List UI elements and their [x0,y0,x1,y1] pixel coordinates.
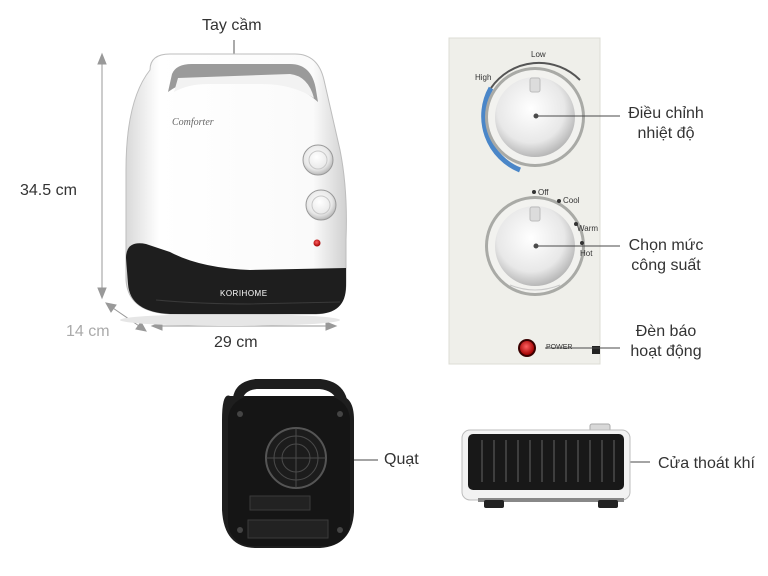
temperature-callout: Điều chỉnh nhiệt độ [624,104,708,144]
knob-label-warm: Warm [577,224,599,233]
width-dimension-arrow [150,321,338,331]
knob-label-cool: Cool [563,196,580,205]
power-level-callout: Chọn mức công suất [624,236,708,276]
knob-label-hot: Hot [580,249,593,258]
indicator-callout-line1: Đèn báo [635,323,697,340]
handle-label: Tay cầm [202,17,262,34]
depth-label: 14 cm [66,323,110,340]
indicator-callout-line2: hoạt động [630,343,702,360]
model-logo: Comforter [172,117,214,128]
temperature-callout-line1: Điều chỉnh [628,105,704,122]
heater-front-view [120,53,347,326]
power-level-callout-line2: công suất [631,257,701,274]
knob-label-high: High [475,73,492,82]
fan-callout: Quạt [384,451,419,468]
height-label: 34.5 cm [20,182,77,199]
vent-callout: Cửa thoát khí [658,455,755,472]
brand-logo: KORIHOME [220,289,268,298]
heater-bottom-view [461,423,631,508]
height-dimension-arrow [97,52,107,300]
heater-back-view [222,379,354,548]
knob-label-off: Off [538,188,549,197]
knob-label-low: Low [531,50,546,59]
depth-dimension-arrow [105,302,147,332]
indicator-callout: Đèn báo hoạt động [624,322,708,362]
power-label: POWER [546,344,573,351]
temperature-callout-line2: nhiệt độ [637,125,695,142]
width-label: 29 cm [214,334,258,351]
power-level-callout-line1: Chọn mức [628,237,704,254]
